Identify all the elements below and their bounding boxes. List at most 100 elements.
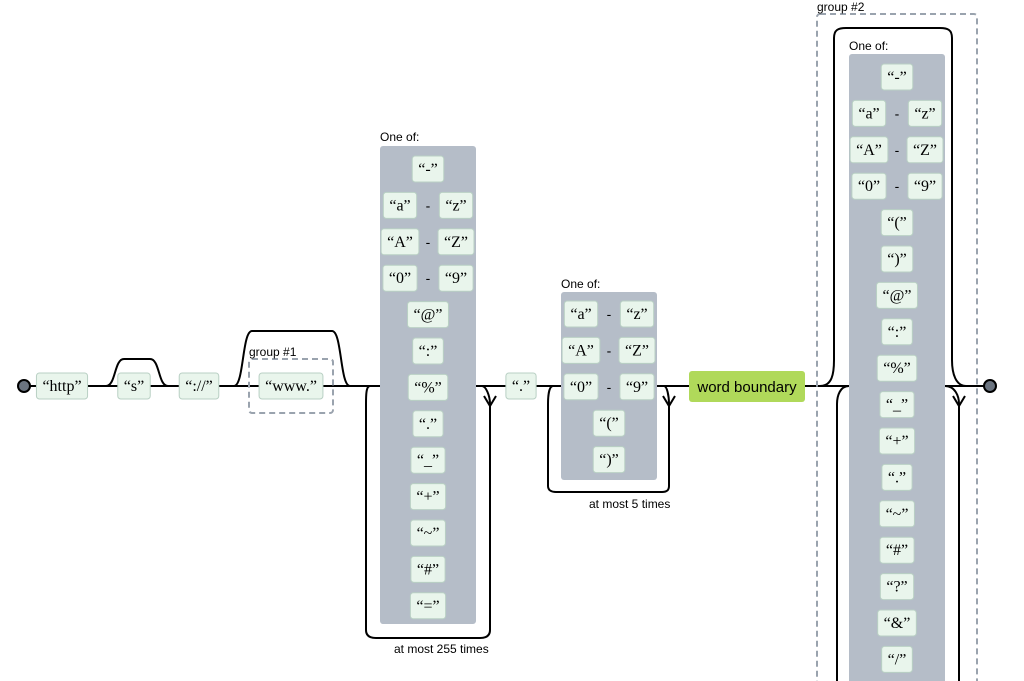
quote-close: ” [901,579,908,596]
svg-text:“0”: “0” [389,270,411,287]
quote-open: “ [417,561,424,578]
set-item: “@” [876,281,918,309]
quote-open: “ [416,489,423,506]
svg-text:“://”: “://” [185,378,213,395]
quote-close: ” [901,397,908,414]
range-start: “0” [851,172,887,200]
quote-open: “ [416,598,423,615]
quote-close: ” [900,69,907,86]
quote-close: ” [903,615,910,632]
quote-close: ” [433,598,440,615]
quote-close: ” [900,251,907,268]
svg-text:“#”: “#” [886,542,908,559]
quote-open: “ [888,651,895,668]
range-separator: - [607,379,612,395]
svg-text:“%”: “%” [414,379,442,396]
quote-close: ” [406,234,413,251]
set1-repeat-arrow [483,395,497,408]
set-item: “%” [407,373,449,401]
svg-text:“9”: “9” [914,178,936,195]
svg-text:“A”: “A” [387,234,413,251]
svg-text:“A”: “A” [568,342,594,359]
svg-text:“?”: “?” [886,579,907,596]
literal-value: Z [920,142,930,159]
literal-value: :// [192,378,206,395]
quote-open: “ [570,379,577,396]
range-start: “a” [851,99,887,127]
literal-value: www. [272,378,310,395]
set2-repeat-rail [547,385,670,493]
quote-close: ” [587,342,594,359]
literal-value: z [921,105,928,122]
range-separator: - [895,178,900,194]
quote-open: “ [888,469,895,486]
set2-repeat-label: at most 5 times [589,497,670,511]
quote-close: ” [585,379,592,396]
range-start: “A” [849,136,889,164]
range-end: “Z” [906,136,944,164]
quote-close: ” [899,324,906,341]
literal-value: + [423,489,432,506]
quote-open: “ [185,378,192,395]
svg-text:“(”: “(” [599,415,619,432]
quote-open: “ [884,615,891,632]
svg-text:“)”: “)” [887,251,907,268]
quote-open: “ [414,307,421,324]
range-start: “0” [382,264,418,292]
quote-close: ” [432,452,439,469]
quote-open: “ [625,342,632,359]
set-item: “_” [879,391,915,419]
range-start: “0” [563,373,599,401]
group2-box [816,13,978,681]
quote-close: ” [900,215,907,232]
quote-open: “ [856,142,863,159]
quote-close: ” [435,379,442,396]
literal-value: ~ [893,506,902,523]
range-end: “z” [619,300,655,328]
quote-close: ” [206,378,213,395]
svg-text:“0”: “0” [858,178,880,195]
range-start: “a” [563,300,599,328]
quote-close: ” [460,197,467,214]
set-item: “=” [409,592,447,620]
literal-value: 0 [577,379,585,396]
quote-open: “ [568,342,575,359]
literal-value: . [895,469,899,486]
literal-value: a [865,105,872,122]
set-item: “~” [879,500,915,528]
svg-text:“-”: “-” [887,69,907,86]
quote-close: ” [930,142,937,159]
set1-repeat-rail [365,385,491,639]
literal-value: A [394,234,406,251]
set1-label: One of: [380,130,419,144]
set-item: “&” [877,609,917,637]
set2-label: One of: [561,277,600,291]
optional-group1-bypass [233,330,351,387]
quote-close: ” [404,197,411,214]
svg-text:“_”: “_” [417,452,439,469]
anchor-label: word boundary [696,379,797,396]
quote-close: ” [873,105,880,122]
set-item: “@” [407,301,449,329]
literal-value: % [421,379,434,396]
quote-open: “ [124,378,131,395]
literal-value: Z [632,342,642,359]
svg-text:“+”: “+” [416,489,439,506]
range-end: “z” [907,99,943,127]
range-start: “a” [382,191,418,219]
quote-open: “ [626,306,633,323]
quote-open: “ [887,251,894,268]
svg-text:“-”: “-” [418,161,438,178]
literal-value: 0 [865,178,873,195]
range-separator: - [607,306,612,322]
literal-value: z [452,197,459,214]
literal-value: - [894,69,899,86]
svg-text:“(”: “(” [887,215,907,232]
literal-value: : [426,343,430,360]
quote-open: “ [626,379,633,396]
set2-repeat-arrow [662,395,676,408]
literal-s: “s” [117,372,151,400]
group2-skip-rail [819,27,967,387]
quote-open: “ [887,69,894,86]
svg-text:“)”: “)” [599,452,619,469]
